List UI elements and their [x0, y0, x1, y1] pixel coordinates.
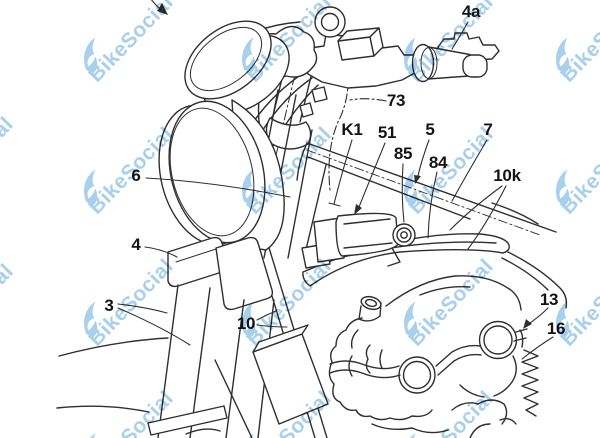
fork-lower-legs [147, 284, 275, 438]
right-grip [411, 43, 488, 83]
figure-arrow [157, 3, 168, 15]
bolt-85 [392, 223, 416, 247]
triple-clamp [167, 236, 274, 311]
riser-ring [314, 6, 346, 38]
cooling-fins [521, 349, 539, 417]
headlight [158, 99, 285, 251]
main-frame-tube [296, 142, 557, 236]
leader-lines [117, 0, 554, 360]
fork-brace [147, 405, 228, 436]
front-wheel-arcs [56, 337, 221, 435]
switch-housing [337, 27, 384, 61]
engine-head [328, 275, 539, 438]
throttle-device [301, 212, 416, 269]
reflector-box [252, 324, 329, 425]
